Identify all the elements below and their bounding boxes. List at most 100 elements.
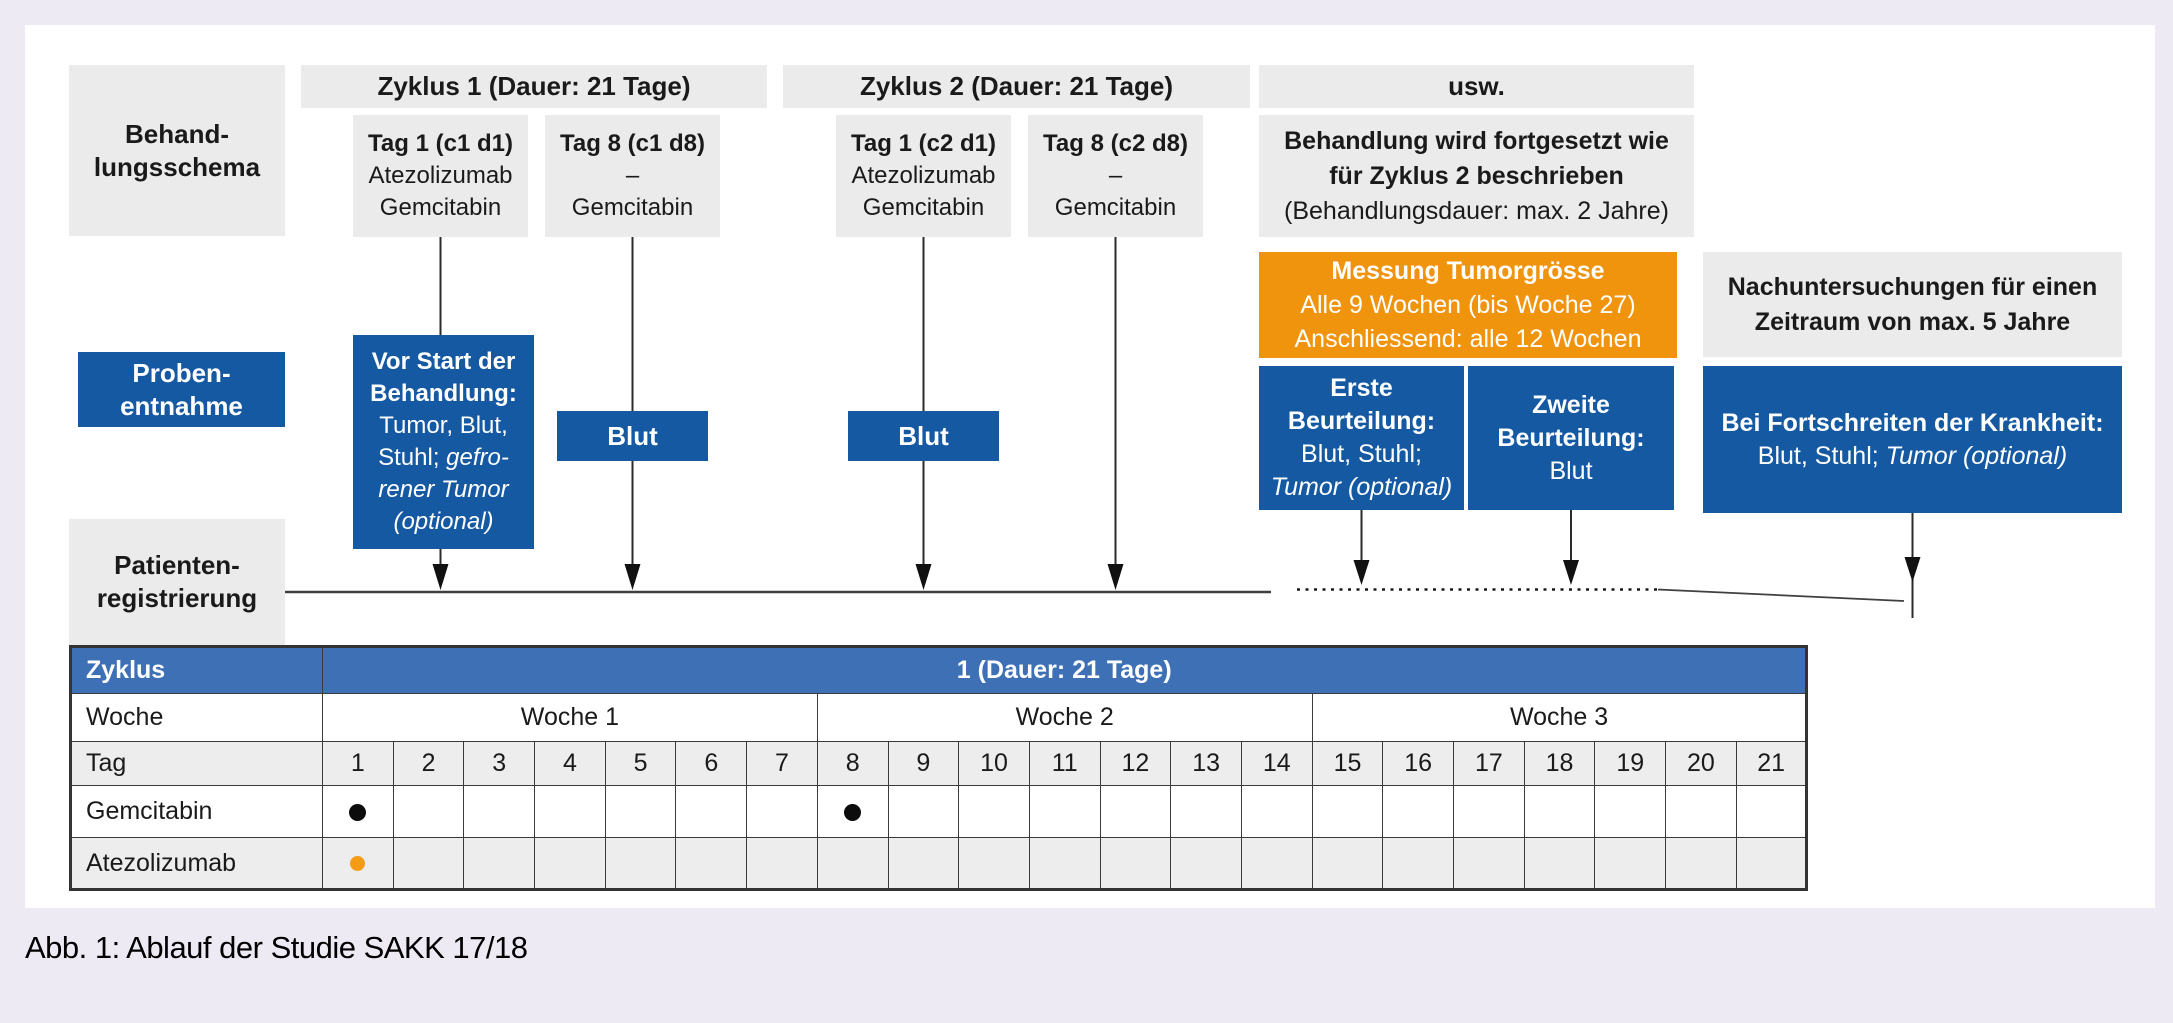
table-cell [1735,785,1808,838]
table-cell: 9 [887,741,960,786]
text-line: (Behandlungsdauer: max. 2 Jahre) [1284,196,1669,225]
table-cell: 3 [463,741,536,786]
text-line: Gemcitabin [862,194,985,221]
text-line: Tag 1 (c1 d1) [368,130,513,157]
text-line: Zweite [1532,390,1610,419]
table-cell [1594,785,1667,838]
table-cell: 6 [675,741,748,786]
table-cell [1453,785,1525,838]
daybox-c2d8: Tag 8 (c2 d8)–Gemcitabin [1028,115,1203,237]
table-cell: Atezolizumab [70,837,323,890]
dose-dot-black [844,803,862,821]
table-cell: 21 [1735,741,1808,786]
table-cell [322,785,394,838]
table-cell [1311,785,1384,838]
table-cell: Woche 2 [816,693,1313,742]
table-cell: 15 [1311,741,1384,786]
table-cell: 4 [534,741,606,786]
table-cell [1665,785,1737,838]
text-line: Blut, Stuhl; Tumor (optional) [1757,441,2068,470]
text-line: Blut, Stuhl; [1301,440,1422,468]
text-line: lungsschema [93,151,261,182]
table-cell: 14 [1240,741,1313,786]
table-cell [604,837,677,890]
table-row: Gemcitabin [70,785,1808,838]
blut-box-2: Blut [848,411,999,461]
table-row: Atezolizumab [70,837,1808,890]
table-cell [392,785,465,838]
table-cell: 8 [816,741,889,786]
table-cell: 5 [604,741,677,786]
text-line: für Zyklus 2 beschrieben [1329,161,1624,190]
table-cell [1594,837,1667,890]
header-zyklus-1: Zyklus 1 (Dauer: 21 Tage) [301,65,767,108]
table-cell [1735,837,1808,890]
table-cell: Gemcitabin [70,785,323,838]
text-line: registrierung [96,583,258,613]
text-line: entnahme [120,390,243,421]
table-cell: 1 (Dauer: 21 Tage) [321,646,1808,694]
table-cell: 2 [392,741,465,786]
text-line: Gemcitabin [571,194,694,221]
table-cell: 11 [1028,741,1101,786]
text-line: Patienten- [114,550,240,580]
table-cell: 10 [958,741,1030,786]
table-cell [816,837,889,890]
table-cell: Woche [70,693,323,742]
text-line: Erste [1330,374,1393,402]
table-cell: 17 [1453,741,1525,786]
text-line: Blut [1549,456,1593,485]
table-cell [675,837,748,890]
text-line: Behand- [125,118,229,149]
daybox-c1d8: Tag 8 (c1 d8)–Gemcitabin [545,115,720,237]
blut-box-1-text: Blut [607,420,658,451]
table-cell: Tag [70,741,323,786]
table-cell: 1 [322,741,394,786]
table-cell [1170,837,1242,890]
table-cell: Woche 1 [322,693,818,742]
dose-dot-black [349,803,367,821]
text-line: Alle 9 Wochen (bis Woche 27) [1300,291,1636,319]
table-cell: 16 [1382,741,1454,786]
table-cell [1523,785,1596,838]
table-cell [1028,785,1101,838]
text-line: Tag 8 (c2 d8) [1043,130,1188,157]
table-cell [1099,837,1172,890]
table-cell [675,785,748,838]
text-line: Gemcitabin [379,194,502,221]
text-line: Messung Tumorgrösse [1331,257,1605,285]
table-cell [887,785,960,838]
text-line: Proben- [132,357,231,388]
text-line: Nachuntersuchungen für einen [1727,272,2098,301]
text-line: – [1108,162,1123,189]
table-cell [958,785,1030,838]
table-cell [816,785,889,838]
table-cell [463,785,536,838]
table-cell [534,837,606,890]
table-cell [534,785,606,838]
table-cell [392,837,465,890]
blut-box-1: Blut [557,411,708,461]
table-cell [604,785,677,838]
label-patientenregistrierung: Patienten-registrierung [69,519,285,645]
table-cell [463,837,536,890]
table-cell: Zyklus [70,646,323,694]
progression-box: Bei Fortschreiten der Krankheit:Blut, St… [1703,366,2122,513]
text-line: Tumor (optional) [1270,473,1453,501]
text-line: rener Tumor [378,476,509,503]
header-zyklus-2-text: Zyklus 2 (Dauer: 21 Tage) [859,71,1174,101]
text-line: (optional) [393,508,494,535]
table-cell [1099,785,1172,838]
table-cell: 20 [1665,741,1737,786]
